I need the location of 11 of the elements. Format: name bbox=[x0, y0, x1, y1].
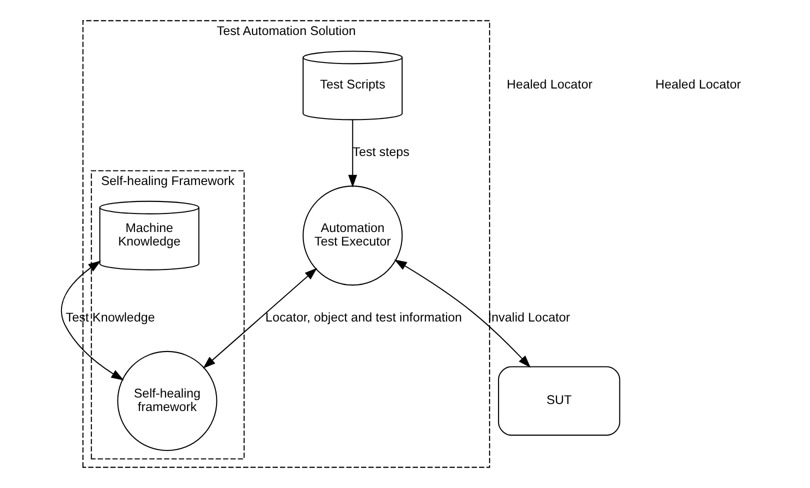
arrow bbox=[348, 120, 357, 188]
edge-label: Test steps bbox=[352, 145, 410, 160]
edge-label: Test Knowledge bbox=[65, 310, 154, 325]
edge-label: Locator, object and test information bbox=[264, 310, 462, 325]
arrow bbox=[202, 268, 317, 368]
label: Healed Locator bbox=[654, 78, 740, 92]
arrow bbox=[394, 260, 530, 368]
label: Healed Locator bbox=[506, 78, 592, 92]
node-box: SUT bbox=[498, 366, 620, 436]
arrow bbox=[60, 260, 124, 380]
edge-label: Invalid Locator bbox=[488, 310, 570, 325]
